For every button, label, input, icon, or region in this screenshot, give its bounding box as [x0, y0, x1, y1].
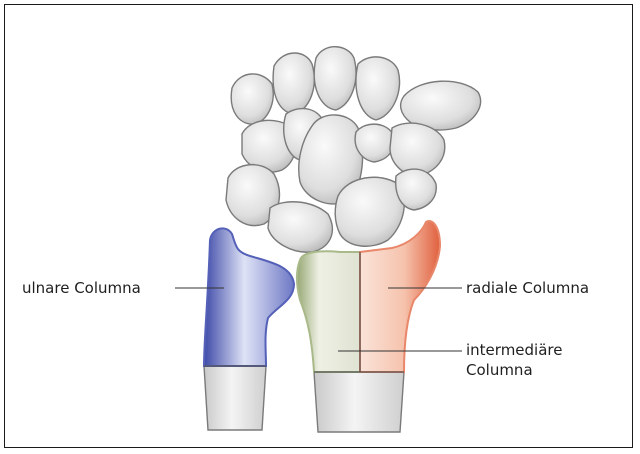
label-ulnar-column: ulnare Columna — [22, 279, 141, 298]
radius-shaft — [314, 372, 404, 432]
label-intermediate-column-line2: Columna — [466, 361, 533, 380]
ulna-shaft — [204, 366, 266, 430]
label-intermediate-column-line1: intermediäre — [466, 341, 562, 360]
ulnar-column-shape — [204, 228, 294, 366]
intermediate-column-shape — [297, 251, 360, 372]
metacarpal-bases — [231, 47, 480, 130]
label-radial-column: radiale Columna — [466, 279, 589, 298]
carpal-bones — [226, 109, 445, 253]
